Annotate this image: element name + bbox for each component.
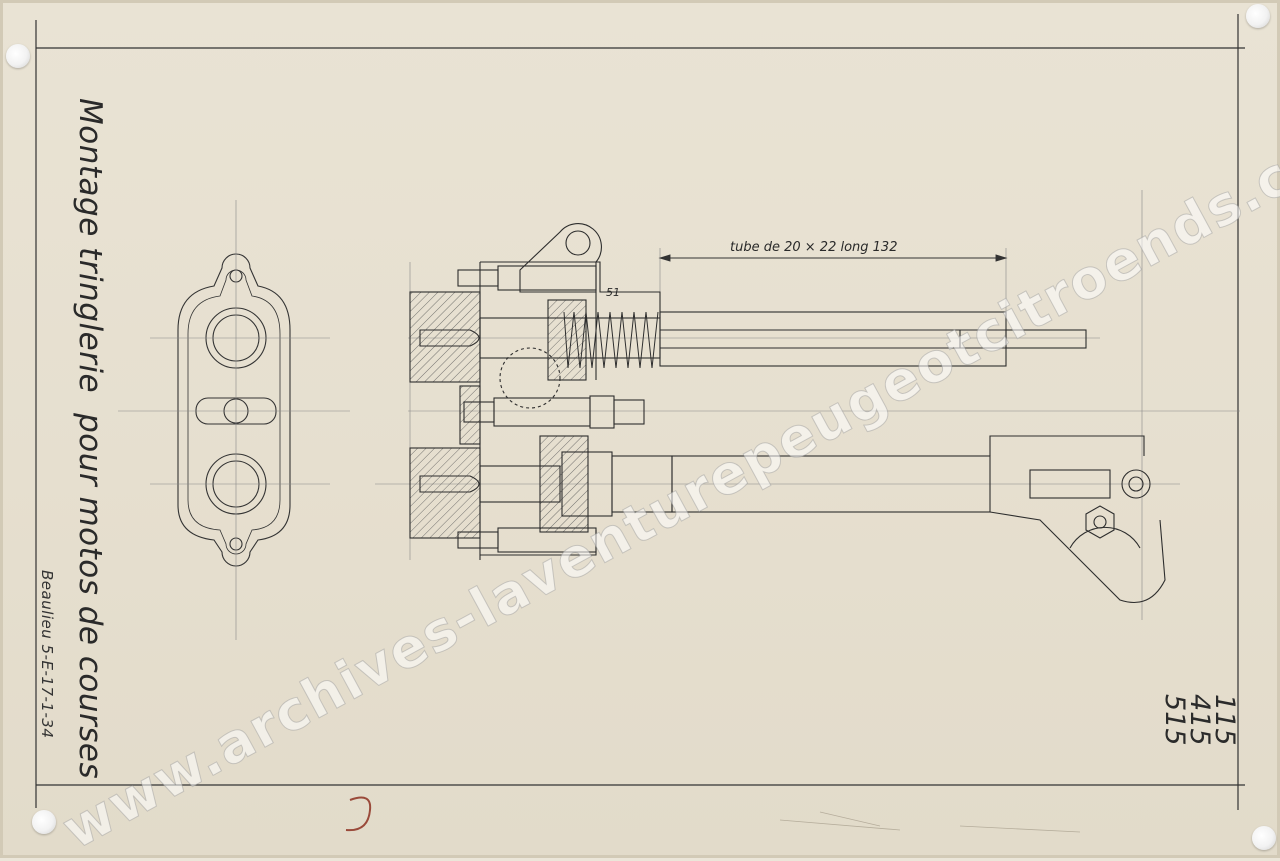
- paper-marks: [345, 796, 1081, 833]
- tolerance-label: 51: [606, 286, 620, 299]
- dimension-label: tube de 20 × 22 long 132: [730, 240, 898, 255]
- pin-bottom-left: [32, 810, 56, 834]
- pin-top-right: [1246, 4, 1270, 28]
- title-part-2: pour motos de courses: [72, 413, 108, 780]
- spring-coils: [563, 311, 659, 369]
- reference-numbers: 115 415 515: [1159, 688, 1270, 798]
- signature: Beaulieu 5-E-17-1-34: [38, 570, 56, 739]
- border-frame: [35, 14, 1245, 810]
- flange-view: [177, 253, 291, 567]
- reference-3: 515: [1159, 694, 1190, 746]
- drawing-title: Montage tringlerie pour motos de courses: [72, 98, 108, 779]
- pin-top-left: [6, 44, 30, 68]
- pin-bottom-right: [1252, 826, 1276, 850]
- dimension-line: [658, 254, 1008, 262]
- title-part-1: Montage tringlerie: [72, 98, 108, 394]
- assembly-section: [409, 223, 1166, 604]
